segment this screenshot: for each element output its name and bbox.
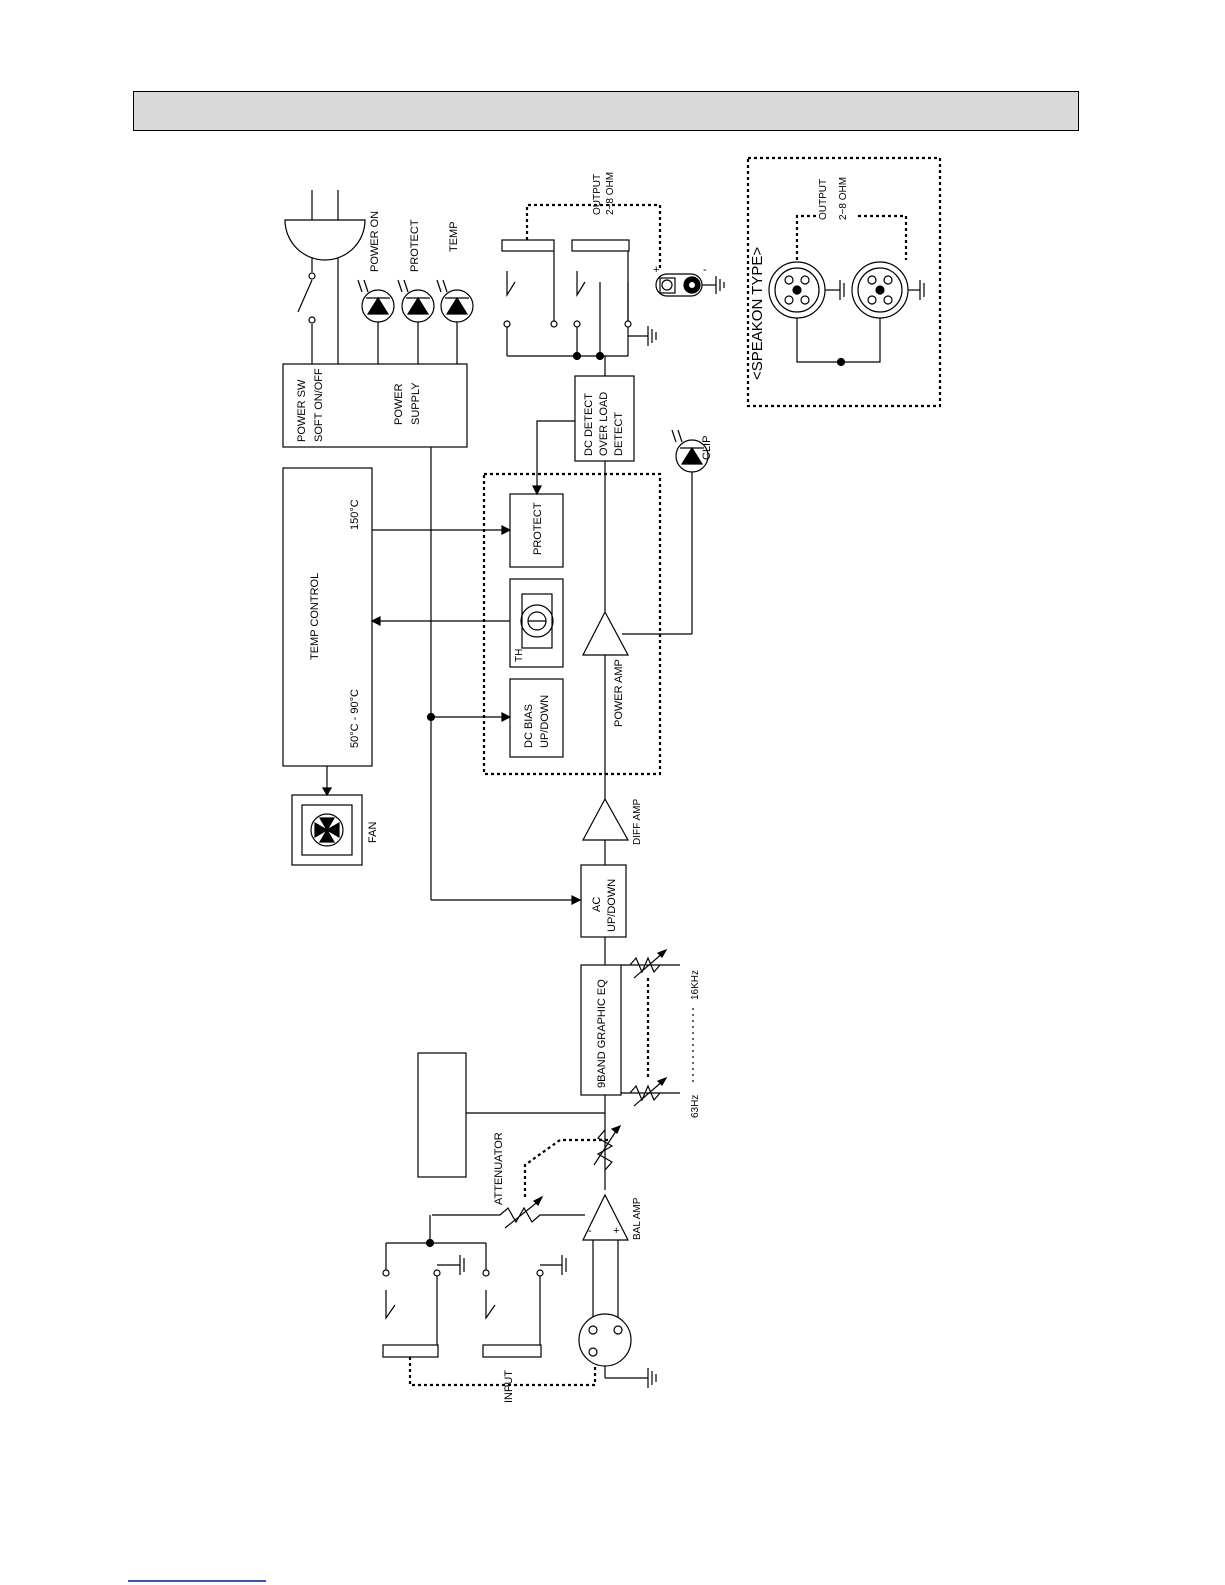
speakon-output-label: OUTPUT [818, 179, 829, 220]
protect-led-icon [398, 280, 434, 364]
temp-low-label: 50°C - 90°C [349, 689, 361, 748]
supply-label: SUPPLY [410, 382, 422, 425]
aux-block [418, 1053, 466, 1177]
dc-bias-updown-label: UP/DOWN [539, 695, 551, 748]
protect-led-label: PROTECT [409, 219, 421, 272]
th-label: TH [514, 649, 525, 662]
dc-detect-label: DC DETECT [583, 393, 595, 456]
input-jack-2-icon [483, 1243, 543, 1357]
power-switch-icon [298, 258, 338, 364]
power-amp-triangle [583, 612, 628, 655]
power-supply-block: POWER SW SOFT ON/OFF POWER SUPPLY [283, 364, 467, 447]
protect-block-label: PROTECT [532, 502, 544, 555]
attenuator-label: ATTENUATOR [493, 1132, 505, 1205]
ac-updown-block: AC UP/DOWN [581, 865, 626, 937]
bal-amp-plus: + [613, 1225, 619, 1237]
temp-high-label: 150°C [349, 499, 361, 530]
output-jack-1-icon [502, 240, 557, 327]
speakon-connector-1-icon [769, 262, 825, 318]
temp-control-block: TEMP CONTROL 50°C - 90°C 150°C [283, 468, 372, 766]
footer-link-underline[interactable] [128, 1580, 266, 1582]
eq-low-label: 63Hz [690, 1095, 701, 1118]
power-amp-label: POWER AMP [613, 659, 625, 727]
fan-label: FAN [367, 822, 379, 843]
ac-updown-label: UP/DOWN [606, 879, 618, 932]
input-jack-1-icon [383, 1243, 440, 1357]
power-sw-label: POWER SW [296, 379, 308, 442]
speakon-type-label: <SPEAKON TYPE> [749, 247, 766, 380]
diff-amp-triangle [583, 799, 628, 840]
temp-led-icon [437, 280, 473, 364]
diff-amp-label: DIFF AMP [632, 799, 643, 845]
detect-label: DETECT [613, 412, 625, 456]
over-load-label: OVER LOAD [598, 392, 610, 456]
dc-bias-block: DC BIAS UP/DOWN [510, 679, 563, 757]
ac-label: AC [591, 897, 603, 912]
temp-led-label: TEMP [448, 221, 460, 252]
fan-icon [292, 795, 362, 865]
clip-label: CLIP [701, 436, 713, 460]
soft-on-off-label: SOFT ON/OFF [313, 368, 325, 442]
binding-post-icon [656, 274, 702, 296]
output-label: OUTPUT [592, 174, 603, 215]
xlr-connector-icon [579, 1314, 631, 1366]
power-label: POWER [393, 383, 405, 425]
speakon-connector-2-icon [852, 262, 908, 318]
temp-control-label: TEMP CONTROL [309, 573, 321, 660]
power-on-led-icon [358, 280, 394, 364]
graphic-eq-block: 9BAND GRAPHIC EQ [581, 965, 621, 1095]
dc-bias-label: DC BIAS [523, 704, 535, 748]
power-on-label: POWER ON [369, 211, 381, 272]
bal-amp-minus: - [588, 1225, 592, 1237]
output-ohm-label: 2~8 OHM [605, 172, 616, 215]
dc-detect-block: DC DETECT OVER LOAD DETECT [575, 376, 634, 461]
mains-plug-icon [285, 190, 365, 260]
speakon-output-ohm-label: 2~8 OHM [838, 177, 849, 220]
minus-label: - [703, 264, 707, 276]
graphic-eq-label: 9BAND GRAPHIC EQ [596, 979, 608, 1088]
input-label: INPUT [503, 1370, 515, 1403]
output-jack-2-icon [572, 240, 631, 327]
protect-block: PROTECT [510, 494, 563, 567]
plus-label: + [653, 264, 659, 276]
eq-high-label: 16KHz [690, 970, 701, 1000]
ground-symbol-icon [648, 326, 656, 346]
bal-amp-label: BAL AMP [632, 1197, 643, 1240]
